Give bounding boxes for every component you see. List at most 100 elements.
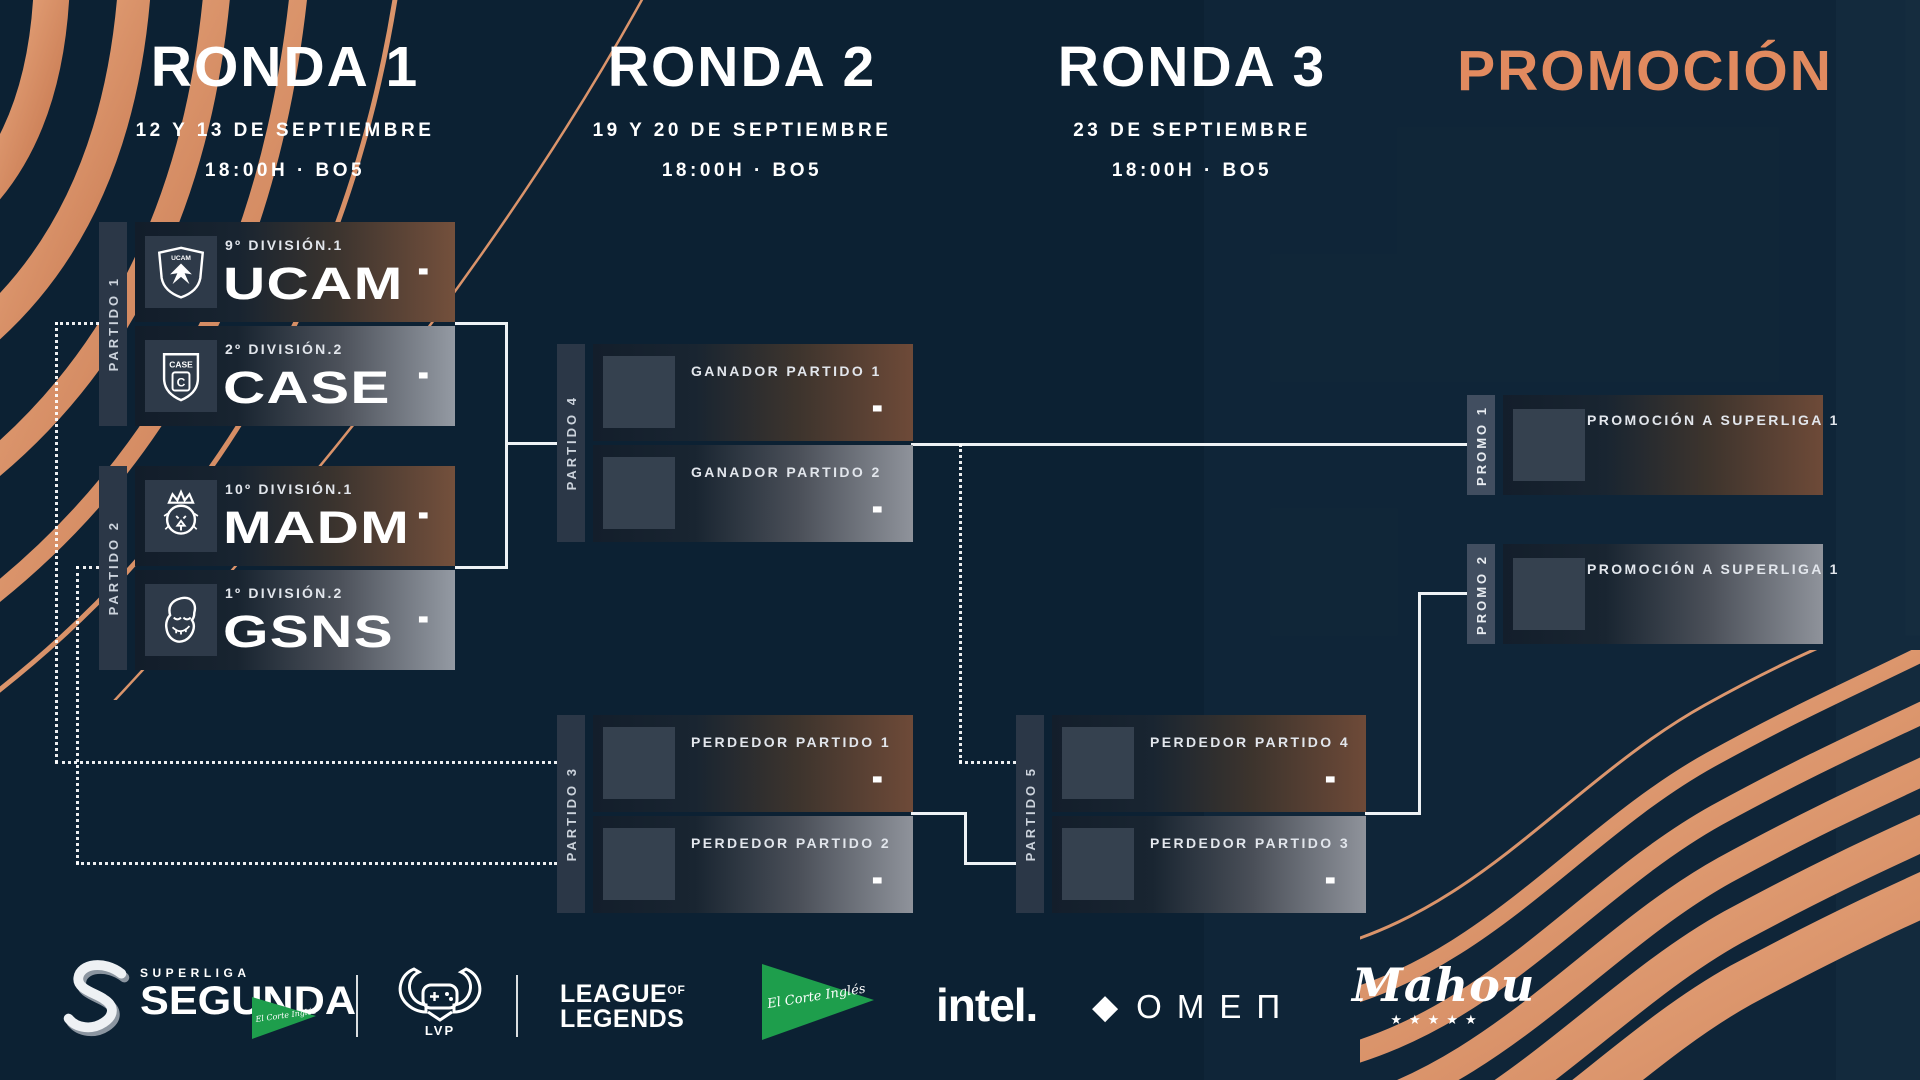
- slot-row-ganador2: GANADOR PARTIDO 2 -: [593, 445, 913, 542]
- match-partido-2: PARTIDO 2 10º DIVISIÓN.1 MADM -: [99, 466, 455, 670]
- column-header-ronda1: RONDA 1 12 Y 13 DE SEPTIEMBRE 18:00H · B…: [55, 36, 515, 182]
- gsns-crest-icon: [165, 596, 197, 643]
- connector-p3-winner: [911, 812, 967, 815]
- connector-p3-drop: [964, 812, 967, 865]
- perdedor1-label: PERDEDOR PARTIDO 1: [691, 734, 892, 750]
- slot-logo-placeholder: [603, 828, 675, 900]
- footer-divider: [356, 975, 358, 1037]
- slot-logo-placeholder: [603, 727, 675, 799]
- perdedor4-score-placeholder: -: [1324, 747, 1336, 805]
- ganador1-label: GANADOR PARTIDO 1: [691, 363, 882, 379]
- loser-path-p2-c: [76, 862, 557, 865]
- column-header-ronda3: RONDA 3 23 DE SEPTIEMBRE 18:00H · BO5: [962, 36, 1422, 182]
- svg-text:UCAM: UCAM: [171, 255, 191, 262]
- mahou-wordmark: Mahou: [1352, 958, 1536, 1012]
- omen-diamond-icon: ◆: [1092, 988, 1119, 1026]
- svg-text:LVP: LVP: [425, 1023, 455, 1038]
- mahou-logo: Mahou ★★★★★: [1352, 958, 1536, 1028]
- connector-into-p4: [507, 442, 557, 445]
- background-band: [1836, 0, 1920, 1080]
- team-row-madm: 10º DIVISIÓN.1 MADM -: [135, 466, 455, 566]
- case-name: CASE: [223, 362, 391, 413]
- superliga-s-icon: [63, 960, 130, 1037]
- match-partido-5: PARTIDO 5 PERDEDOR PARTIDO 4 - PERDEDOR …: [1016, 715, 1366, 913]
- slot-logo-placeholder: [1513, 409, 1585, 481]
- partido5-label: PARTIDO 5: [1022, 766, 1038, 862]
- ucam-crest-box: UCAM: [145, 236, 217, 308]
- madm-score-placeholder: -: [417, 483, 429, 541]
- promo-2: PROMO 2 PROMOCIÓN A SUPERLIGA 1: [1467, 544, 1837, 644]
- ronda1-title: RONDA 1: [150, 35, 420, 99]
- ganador1-score-placeholder: -: [871, 376, 883, 434]
- promo2-label-bar: PROMO 2: [1467, 544, 1495, 644]
- connector-p1-winner: [455, 322, 507, 325]
- case-score-placeholder: -: [417, 343, 429, 401]
- partido3-label: PARTIDO 3: [563, 766, 579, 862]
- perdedor2-label: PERDEDOR PARTIDO 2: [691, 835, 892, 851]
- slot-logo-placeholder: [1513, 558, 1585, 630]
- superliga-wordmark: SUPERLIGA SEGUNDA: [140, 966, 356, 1022]
- superliga-eci-pennant-icon: El Corte Inglés: [252, 997, 317, 1039]
- slot-row-promo1: PROMOCIÓN A SUPERLIGA 1: [1503, 395, 1837, 495]
- loser-path-p1-b: [55, 322, 58, 763]
- partido4-label: PARTIDO 4: [563, 395, 579, 491]
- lvp-logo: LVP: [392, 960, 488, 1047]
- loser-path-p1-c: [55, 761, 557, 764]
- ronda2-date: 19 Y 20 DE SEPTIEMBRE: [592, 120, 892, 141]
- loser-path-p4-b: [959, 761, 1016, 764]
- connector-p5-winner: [1365, 812, 1420, 815]
- ucam-crest-icon: UCAM: [157, 246, 205, 299]
- footer-divider: [516, 975, 518, 1037]
- promo1-label: PROMO 1: [1473, 404, 1489, 486]
- partido4-label-bar: PARTIDO 4: [557, 344, 585, 542]
- partido1-label: PARTIDO 1: [105, 276, 121, 372]
- slot-logo-placeholder: [603, 457, 675, 529]
- gsns-name: GSNS: [223, 606, 394, 657]
- partido2-label: PARTIDO 2: [105, 520, 121, 616]
- promo-1: PROMO 1 PROMOCIÓN A SUPERLIGA 1: [1467, 395, 1837, 495]
- el-corte-ingles-pennant-icon: El Corte Inglés: [762, 964, 874, 1040]
- ronda1-date: 12 Y 13 DE SEPTIEMBRE: [135, 120, 435, 141]
- lvp-icon: LVP: [398, 967, 482, 1038]
- partido5-label-bar: PARTIDO 5: [1016, 715, 1044, 913]
- slot-logo-placeholder: [1062, 727, 1134, 799]
- slot-row-perdedor1: PERDEDOR PARTIDO 1 -: [593, 715, 913, 812]
- madm-crest-icon: [163, 489, 199, 535]
- slot-row-perdedor3: PERDEDOR PARTIDO 3 -: [1052, 816, 1366, 913]
- case-seed: 2º DIVISIÓN.2: [225, 341, 344, 357]
- gsns-crest-box: [145, 584, 217, 656]
- lol-line1: LEAGUEOF: [560, 980, 686, 1008]
- perdedor1-score-placeholder: -: [871, 747, 883, 805]
- ronda2-title: RONDA 2: [607, 35, 877, 99]
- connector-p4-to-promo1: [911, 443, 1467, 446]
- loser-path-p4-a: [959, 444, 962, 763]
- connector-into-p5: [964, 862, 1016, 865]
- team-row-case: CASE C 2º DIVISIÓN.2 CASE -: [135, 326, 455, 426]
- slot-logo-placeholder: [1062, 828, 1134, 900]
- perdedor4-label: PERDEDOR PARTIDO 4: [1150, 734, 1351, 750]
- slot-row-perdedor4: PERDEDOR PARTIDO 4 -: [1052, 715, 1366, 812]
- svg-text:CASE: CASE: [169, 360, 193, 370]
- perdedor2-score-placeholder: -: [871, 848, 883, 906]
- omen-wordmark: ◆ OMEΠ: [1092, 988, 1295, 1026]
- ganador2-label: GANADOR PARTIDO 2: [691, 464, 882, 480]
- promocion-title: PROMOCIÓN: [1457, 39, 1833, 103]
- madm-seed: 10º DIVISIÓN.1: [225, 481, 354, 497]
- perdedor3-score-placeholder: -: [1324, 848, 1336, 906]
- match-partido-1: PARTIDO 1 UCAM 9º DIVISIÓN.1 UCAM -: [99, 222, 455, 426]
- gsns-seed: 1º DIVISIÓN.2: [225, 585, 344, 601]
- gsns-score-placeholder: -: [417, 587, 429, 645]
- ronda3-date: 23 DE SEPTIEMBRE: [1073, 120, 1311, 141]
- ronda3-time: 18:00H · BO5: [1111, 160, 1273, 181]
- partido1-label-bar: PARTIDO 1: [99, 222, 127, 426]
- slot-row-promo2: PROMOCIÓN A SUPERLIGA 1: [1503, 544, 1837, 644]
- ronda2-time: 18:00H · BO5: [661, 160, 823, 181]
- ucam-seed: 9º DIVISIÓN.1: [225, 237, 344, 253]
- team-row-ucam: UCAM 9º DIVISIÓN.1 UCAM -: [135, 222, 455, 322]
- connector-p5-rise: [1418, 592, 1421, 815]
- perdedor3-label: PERDEDOR PARTIDO 3: [1150, 835, 1351, 851]
- column-header-ronda2: RONDA 2 19 Y 20 DE SEPTIEMBRE 18:00H · B…: [512, 36, 972, 182]
- match-partido-4: PARTIDO 4 GANADOR PARTIDO 1 - GANADOR PA…: [557, 344, 913, 542]
- connector-into-promo2: [1418, 592, 1467, 595]
